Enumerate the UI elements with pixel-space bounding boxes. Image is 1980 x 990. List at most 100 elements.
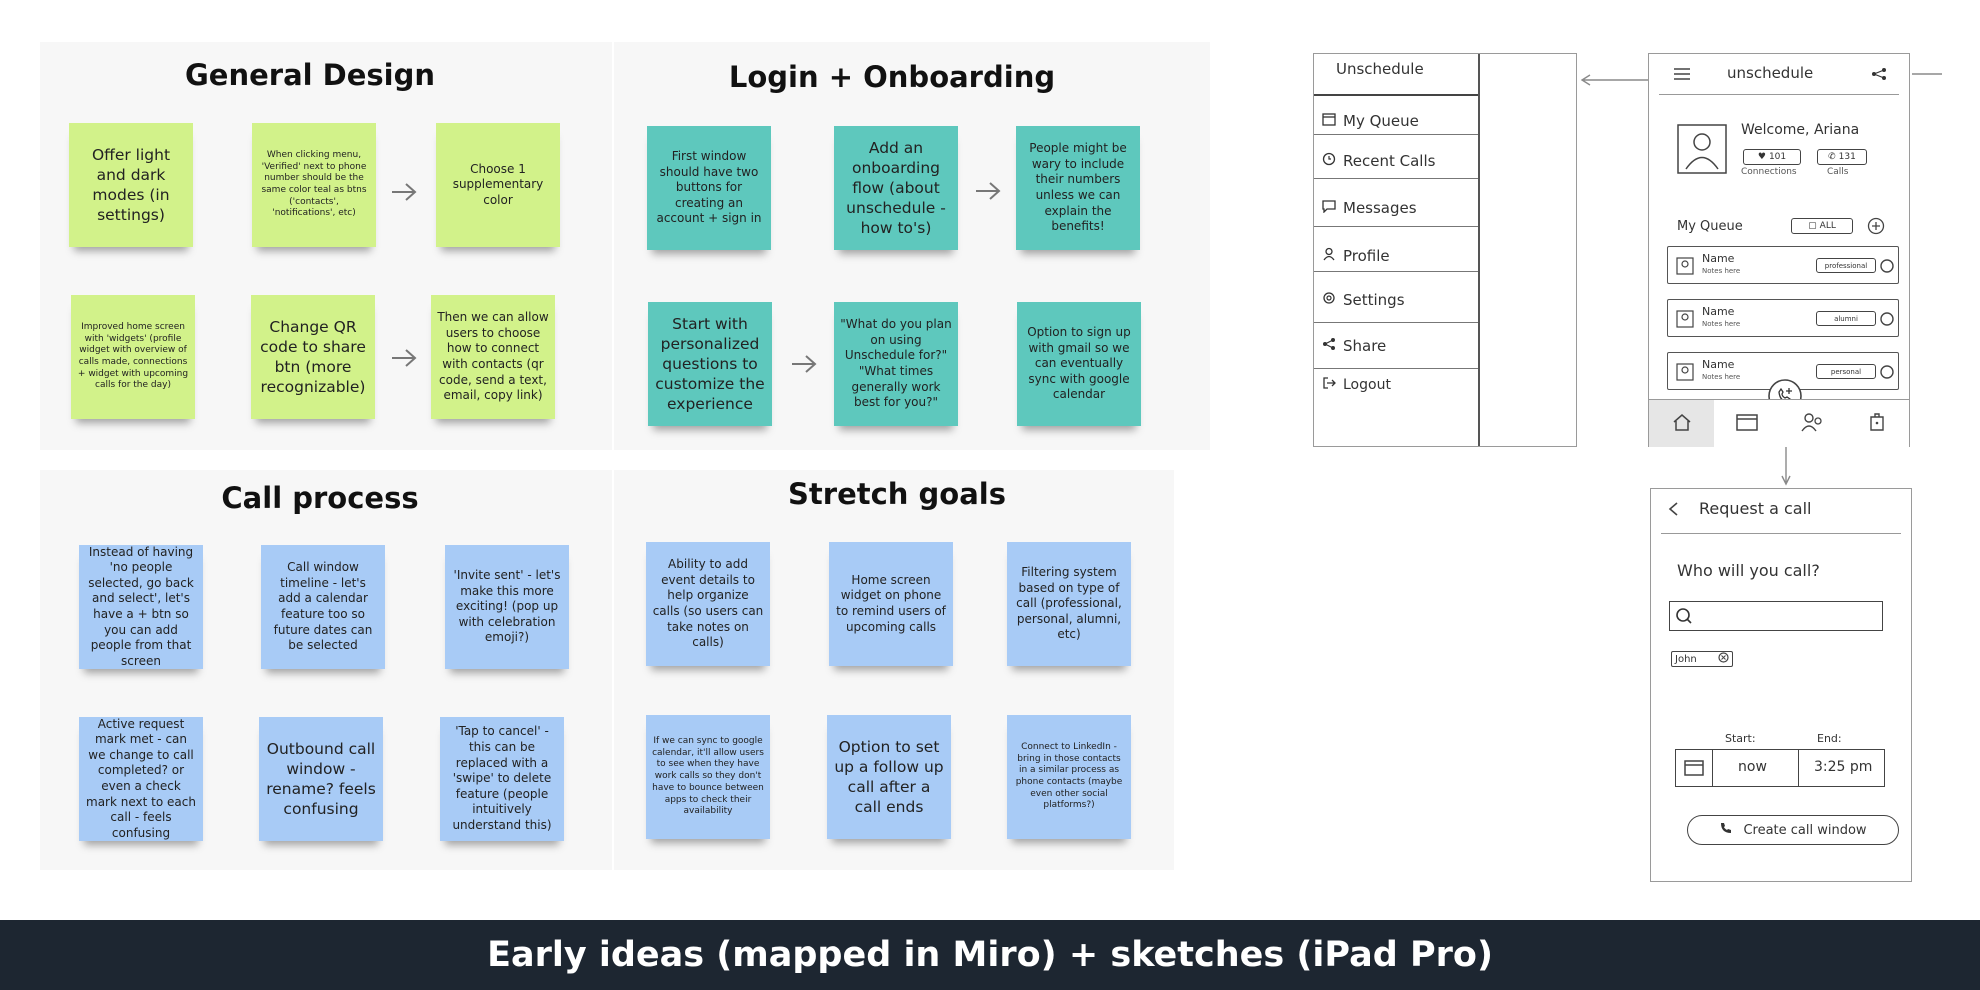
section-title-general-design: General Design (184, 58, 436, 92)
sticky-note[interactable]: If we can sync to google calendar, it'll… (646, 715, 770, 839)
sketch-home-app-name: unschedule (1727, 64, 1814, 82)
start-label: Start: (1725, 732, 1756, 745)
start-time-value[interactable]: now (1738, 759, 1767, 775)
caption-text: Early ideas (mapped in Miro) + sketches … (487, 935, 1493, 975)
divider (1798, 750, 1799, 786)
sticky-note[interactable]: Then we can allow users to choose how to… (431, 295, 555, 419)
contact-search-input[interactable] (1669, 601, 1883, 631)
sticky-note[interactable]: Change QR code to share btn (more recogn… (251, 295, 375, 419)
sticky-note[interactable]: Home screen widget on phone to remind us… (829, 542, 953, 666)
sketch-menu-item-recent-calls[interactable]: Recent Calls (1322, 152, 1435, 170)
sticky-note[interactable]: When clicking menu, 'Verified' next to p… (252, 123, 376, 247)
sticky-note[interactable]: Option to sign up with gmail so we can e… (1017, 302, 1141, 426)
caption-bar: Early ideas (mapped in Miro) + sketches … (0, 920, 1980, 990)
sketch-menu-item-settings[interactable]: Settings (1322, 291, 1405, 309)
sticky-note[interactable]: Start with personalized questions to cus… (648, 302, 772, 426)
add-icon[interactable] (1867, 217, 1885, 239)
divider (1712, 750, 1713, 786)
time-range-field[interactable]: now 3:25 pm (1675, 749, 1885, 787)
end-time-value[interactable]: 3:25 pm (1814, 759, 1873, 775)
tab-inbox[interactable] (1844, 400, 1909, 447)
calendar-icon (1322, 112, 1336, 130)
share-icon[interactable] (1871, 66, 1887, 85)
call-icon[interactable] (1880, 364, 1894, 383)
divider (1314, 368, 1478, 369)
sticky-note[interactable]: Active request mark met - can we change … (79, 717, 203, 841)
logout-icon (1322, 376, 1336, 394)
tab-bar (1649, 399, 1909, 447)
arrow-right-icon (791, 354, 817, 374)
sketch-menu-app-name: Unschedule (1336, 60, 1424, 78)
call-icon[interactable] (1880, 258, 1894, 277)
section-title-stretch-goals: Stretch goals (788, 477, 1006, 511)
inbox-icon (1869, 412, 1885, 435)
queue-item[interactable]: Name Notes here alumni (1667, 299, 1899, 337)
sketch-welcome-text: Welcome, Ariana (1741, 122, 1860, 138)
gear-icon (1322, 291, 1336, 309)
arrow-right-icon (391, 348, 417, 368)
tab-home[interactable] (1649, 400, 1714, 447)
sticky-note[interactable]: Outbound call window - rename? feels con… (259, 717, 383, 841)
sketch-request-title: Request a call (1699, 499, 1812, 518)
sticky-note[interactable]: Choose 1 supplementary color (436, 123, 560, 247)
user-icon (1676, 257, 1694, 279)
sticky-note[interactable]: Connect to LinkedIn - bring in those con… (1007, 715, 1131, 839)
sketch-home-screen: unschedule Welcome, Ariana ♥101 ✆131 Con… (1648, 53, 1910, 447)
sticky-note[interactable]: Improved home screen with 'widgets' (pro… (71, 295, 195, 419)
sticky-note[interactable]: Offer light and dark modes (in settings) (69, 123, 193, 247)
miro-board: General Design Login + Onboarding Call p… (69, 53, 1942, 882)
create-call-window-button[interactable]: Create call window (1687, 815, 1899, 845)
sticky-note[interactable]: Option to set up a follow up call after … (827, 715, 951, 839)
back-chevron-icon[interactable] (1667, 501, 1679, 521)
sketch-queue-title: My Queue (1677, 219, 1743, 234)
hamburger-menu-icon[interactable] (1673, 66, 1691, 85)
sticky-note[interactable]: Filtering system based on type of call (… (1007, 542, 1131, 666)
sticky-note[interactable]: Call window timeline - let's add a calen… (261, 545, 385, 669)
history-icon (1322, 152, 1336, 170)
end-label: End: (1817, 732, 1842, 745)
sketch-request-call-screen: Request a call Who will you call? John S… (1650, 488, 1912, 882)
sticky-note[interactable]: Add an onboarding flow (about unschedule… (834, 126, 958, 250)
divider (1314, 94, 1478, 96)
calendar-icon[interactable] (1684, 759, 1704, 781)
divider (1314, 271, 1478, 272)
sketch-menu-item-share[interactable]: Share (1322, 337, 1386, 355)
tab-contacts[interactable] (1779, 400, 1844, 447)
divider (1661, 533, 1901, 534)
divider (1659, 94, 1899, 95)
call-icon[interactable] (1880, 311, 1894, 330)
section-title-call-process: Call process (221, 481, 419, 515)
sticky-note[interactable]: Instead of having 'no people selected, g… (79, 545, 203, 669)
sticky-note[interactable]: 'Invite sent' - let's make this more exc… (445, 545, 569, 669)
arrow-right-icon (975, 181, 1001, 201)
divider (1314, 134, 1478, 135)
tag-badge: alumni (1816, 311, 1876, 326)
sticky-note[interactable]: 'Tap to cancel' - this can be replaced w… (440, 717, 564, 841)
tab-calendar[interactable] (1714, 400, 1779, 447)
close-icon[interactable] (1718, 652, 1729, 666)
contacts-icon (1800, 412, 1824, 436)
queue-item[interactable]: Name Notes here professional (1667, 246, 1899, 284)
user-icon (1676, 310, 1694, 332)
sketch-menu-item-my-queue[interactable]: My Queue (1322, 112, 1419, 130)
calendar-icon (1735, 413, 1758, 435)
sketch-menu-item-profile[interactable]: Profile (1322, 247, 1390, 265)
sketch-menu-divider (1478, 54, 1480, 446)
sketch-menu-item-logout[interactable]: Logout (1322, 376, 1391, 394)
selected-contact-chip[interactable]: John (1671, 651, 1733, 667)
connections-label: Connections (1741, 167, 1797, 177)
sketch-menu-item-messages[interactable]: Messages (1322, 199, 1417, 217)
filter-chip[interactable]: ▢ALL (1791, 218, 1853, 234)
sticky-note[interactable]: "What do you plan on using Unschedule fo… (834, 302, 958, 426)
share-icon (1322, 337, 1336, 355)
sticky-note[interactable]: First window should have two buttons for… (647, 126, 771, 250)
sticky-note[interactable]: People might be wary to include their nu… (1016, 126, 1140, 250)
phone-icon: ✆ (1828, 152, 1836, 162)
connections-badge: ♥101 (1743, 149, 1801, 165)
arrow-right-icon (391, 182, 417, 202)
tag-badge: personal (1816, 364, 1876, 379)
sticky-note[interactable]: Ability to add event details to help org… (646, 542, 770, 666)
phone-icon (1719, 821, 1733, 839)
calls-label: Calls (1827, 167, 1849, 177)
section-title-login-onboarding: Login + Onboarding (728, 60, 1056, 94)
